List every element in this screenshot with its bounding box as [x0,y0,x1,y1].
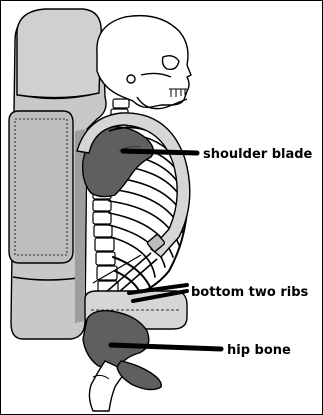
skull [97,16,191,109]
label-bottom-two-ribs: bottom two ribs [191,285,309,300]
backpack-pocket [9,111,73,263]
label-shoulder-blade: shoulder blade [203,147,313,162]
shoulder-blade-pointer [123,151,197,153]
label-hip-bone: hip bone [227,343,291,358]
eye-socket [163,56,180,70]
backpack-lid [17,9,101,98]
